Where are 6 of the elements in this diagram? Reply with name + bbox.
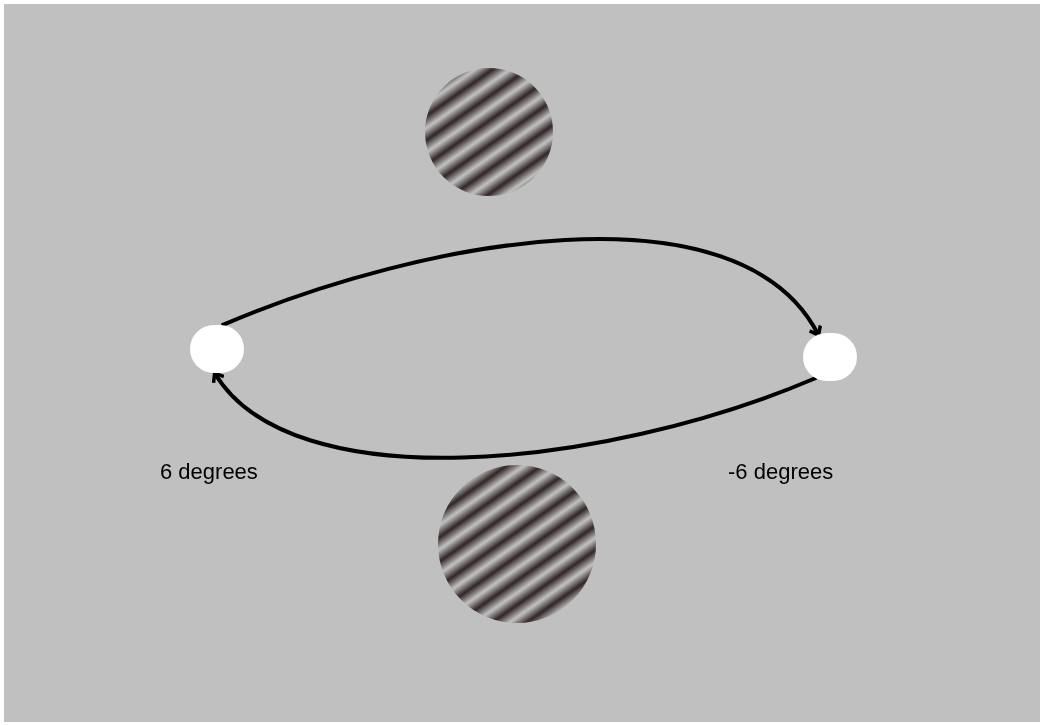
angle-label: -6 degrees [728, 458, 834, 486]
curved-arrow [220, 237, 821, 337]
curved-arrow [212, 371, 818, 460]
angle-label: 6 degrees [160, 458, 258, 486]
grating-patch [438, 465, 596, 623]
grating-patch [425, 68, 553, 196]
